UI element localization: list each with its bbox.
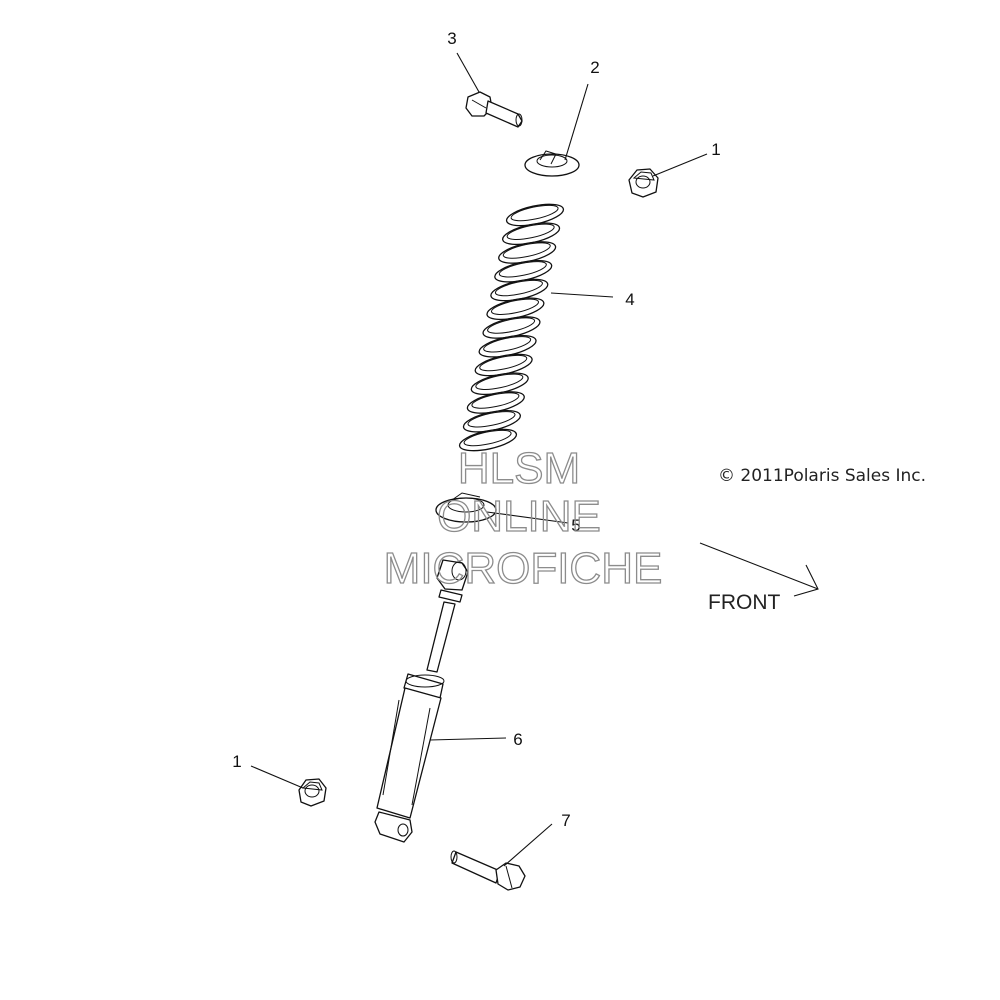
upper-bolt: [465, 91, 523, 128]
callout-4: 4: [625, 290, 634, 309]
leader-6: [429, 737, 507, 741]
shock-absorber: [374, 559, 469, 843]
watermark: HLSM ONLINE MICROFICHE: [383, 443, 663, 593]
callout-5: 5: [571, 516, 580, 535]
leader-1-upper: [652, 153, 708, 177]
watermark-line-1: HLSM: [458, 444, 580, 493]
leader-3: [456, 52, 480, 93]
watermark-line-3: MICROFICHE: [384, 544, 663, 593]
leader-lines: [250, 52, 708, 867]
callout-6: 6: [513, 730, 522, 749]
lower-nut: [298, 778, 327, 807]
coil-spring: [458, 203, 565, 452]
callout-3: 3: [447, 29, 456, 48]
upper-nut: [628, 168, 659, 198]
leader-2: [564, 83, 589, 161]
watermark-line-2: ONLINE: [437, 492, 601, 541]
front-arrow-icon: [699, 542, 819, 597]
callout-7: 7: [561, 811, 570, 830]
front-label: FRONT: [708, 591, 780, 614]
leader-5: [486, 511, 569, 524]
leader-4: [550, 292, 614, 298]
callout-2: 2: [590, 58, 599, 77]
leader-7: [503, 823, 553, 867]
copyright-text: © 2011Polaris Sales Inc.: [718, 466, 926, 486]
callout-1-upper: 1: [711, 140, 720, 159]
spring-seat: [435, 492, 497, 523]
callout-1-lower: 1: [232, 752, 241, 771]
lower-bolt: [450, 850, 526, 891]
spring-retainer: [524, 150, 580, 177]
leader-1-lower: [250, 765, 304, 789]
